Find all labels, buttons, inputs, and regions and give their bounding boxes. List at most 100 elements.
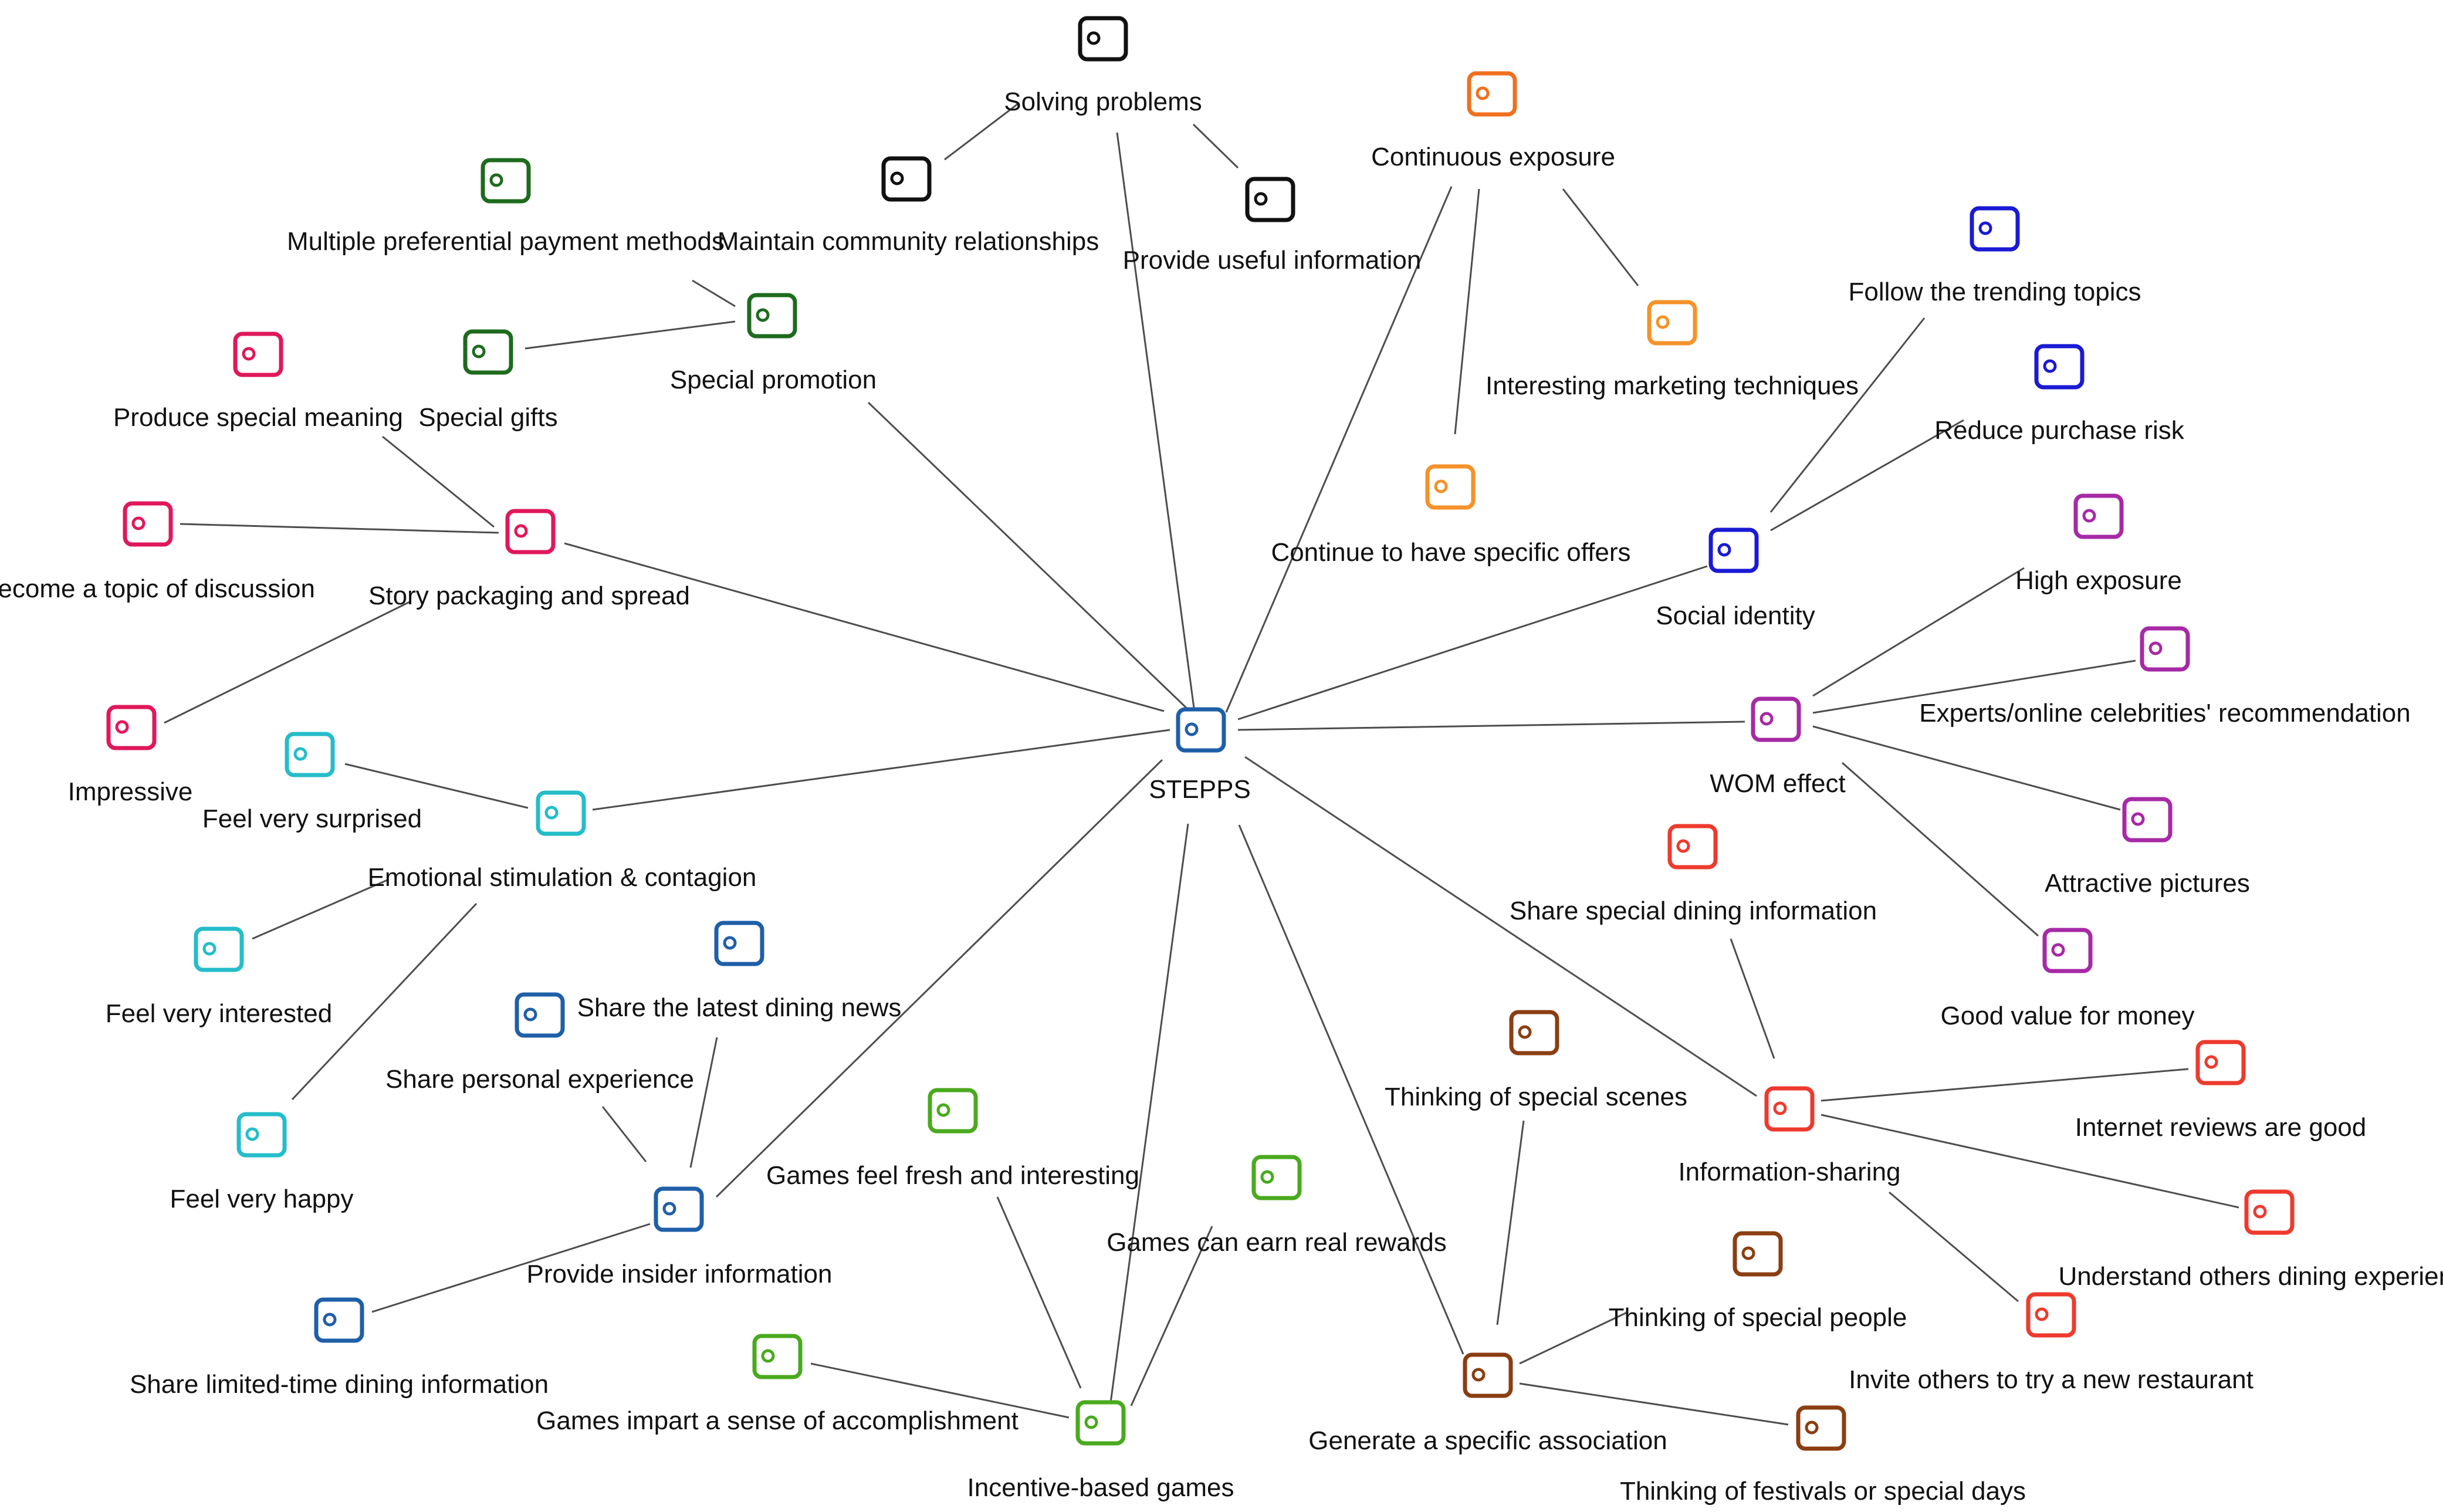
node-icon-dot xyxy=(323,1313,337,1327)
node-icon xyxy=(194,926,244,972)
node-icon xyxy=(1509,1010,1559,1056)
node-special-scenes[interactable]: Thinking of special scenes xyxy=(1385,1010,1687,1111)
nodes-layer: STEPPS Special promotion Multiple preferen… xyxy=(0,16,2443,1506)
edge-continuous-exposure-to-specific-offers xyxy=(1454,188,1480,435)
node-icon-dot xyxy=(202,942,216,956)
node-experts[interactable]: Experts/online celebrities' recommendati… xyxy=(1919,626,2411,728)
node-invite-others[interactable]: Invite others to try a new restaurant xyxy=(1849,1292,2253,1394)
node-icon xyxy=(2195,1040,2246,1085)
node-others-dining[interactable]: Understand others dining experience xyxy=(2058,1189,2443,1291)
node-interested[interactable]: Feel very interested xyxy=(106,926,332,1028)
node-icon-dot xyxy=(1254,192,1268,206)
node-icon-dot xyxy=(1471,1368,1486,1382)
node-label-story: Story packaging and spread xyxy=(368,581,690,610)
node-specific-offers[interactable]: Continue to have specific offers xyxy=(1271,464,1631,567)
node-icon-box xyxy=(2195,1040,2246,1085)
node-icon-dot xyxy=(1978,221,1992,235)
node-emotional[interactable]: Emotional stimulation & contagion xyxy=(368,790,757,892)
node-icon-dot xyxy=(1676,839,1690,853)
edge-continuous-exposure-to-marketing-tech xyxy=(1562,188,1639,286)
edge-specific-assoc-to-special-scenes xyxy=(1496,1120,1525,1325)
node-personal-exp[interactable]: Share personal experience xyxy=(385,992,694,1094)
node-icon-dot xyxy=(489,173,503,187)
node-specific-assoc[interactable]: Generate a specific association xyxy=(1308,1352,1667,1455)
node-label-special-meaning: Produce special meaning xyxy=(113,403,403,432)
node-icon-dot xyxy=(544,806,559,820)
node-solving-problems[interactable]: Solving problems xyxy=(1004,16,1202,116)
node-games-fresh[interactable]: Games feel fresh and interesting xyxy=(766,1088,1139,1190)
edge-story-to-impressive xyxy=(164,600,411,724)
node-stepps[interactable]: STEPPS xyxy=(1149,707,1251,804)
node-insider[interactable]: Provide insider information xyxy=(527,1186,833,1288)
node-share-special-dining[interactable]: Share special dining information xyxy=(1510,824,1877,925)
node-icon-dot xyxy=(723,936,737,950)
node-useful-info[interactable]: Provide useful information xyxy=(1123,177,1422,275)
node-label-insider: Provide insider information xyxy=(527,1260,833,1288)
node-social-currency[interactable]: Special promotion xyxy=(670,293,877,394)
node-games-rewards[interactable]: Games can earn real rewards xyxy=(1107,1155,1447,1257)
node-wom[interactable]: WOM effect xyxy=(1710,696,1846,798)
node-label-share-special-dining: Share special dining information xyxy=(1510,897,1877,925)
node-special-people[interactable]: Thinking of special people xyxy=(1609,1231,1907,1332)
node-icon xyxy=(881,156,932,202)
node-impressive[interactable]: Impressive xyxy=(68,705,193,806)
node-icon xyxy=(2073,493,2124,539)
edge-info-sharing-to-share-special-dining xyxy=(1730,938,1775,1059)
edge-insider-to-limited-time xyxy=(371,1223,651,1313)
node-label-topic-discussion: Become a topic of discussion xyxy=(0,574,315,603)
edge-wom-to-value-money xyxy=(1842,762,2039,937)
node-icon-box xyxy=(2042,928,2093,973)
node-community[interactable]: Maintain community relationships xyxy=(718,156,1099,256)
node-high-exposure[interactable]: High exposure xyxy=(2015,493,2182,595)
node-topic-discussion[interactable]: Become a topic of discussion xyxy=(0,501,315,603)
node-icon-dot xyxy=(472,344,486,358)
node-limited-time[interactable]: Share limited-time dining information xyxy=(130,1297,549,1399)
node-reviews-good[interactable]: Internet reviews are good xyxy=(2075,1040,2367,1142)
node-label-games-fresh: Games feel fresh and interesting xyxy=(766,1161,1139,1190)
node-purchase-risk[interactable]: Reduce purchase risk xyxy=(1934,344,2185,445)
node-icon-box xyxy=(1647,300,1697,346)
node-label-experts: Experts/online celebrities' recommendati… xyxy=(1919,699,2410,728)
node-value-money[interactable]: Good value for money xyxy=(1941,928,2195,1030)
node-icon-dot xyxy=(756,308,770,322)
edge-stepps-to-social-identity xyxy=(1237,565,1708,721)
node-special-meaning[interactable]: Produce special meaning xyxy=(113,332,403,432)
node-label-social-identity: Social identity xyxy=(1656,601,1815,630)
node-icon-box xyxy=(536,790,586,836)
node-icon xyxy=(2244,1189,2295,1235)
node-icon-dot xyxy=(1084,1415,1098,1429)
node-special-gifts[interactable]: Special gifts xyxy=(418,329,558,432)
node-icon xyxy=(314,1297,364,1343)
node-icon-box xyxy=(123,501,173,547)
node-games[interactable]: Incentive-based games xyxy=(967,1400,1234,1502)
node-icon-dot xyxy=(1518,1025,1532,1039)
node-latest-news[interactable]: Share the latest dining news xyxy=(577,921,902,1022)
node-label-solving-problems: Solving problems xyxy=(1004,87,1202,116)
node-trending[interactable]: Follow the trending topics xyxy=(1849,206,2141,306)
node-icon-dot xyxy=(514,524,528,538)
node-happy[interactable]: Feel very happy xyxy=(170,1112,354,1213)
node-label-emotional: Emotional stimulation & contagion xyxy=(368,863,757,892)
edge-social-currency-to-special-gifts xyxy=(525,320,736,350)
node-label-personal-exp: Share personal experience xyxy=(385,1065,694,1094)
node-icon-dot xyxy=(1185,722,1199,736)
node-icon-box xyxy=(654,1186,704,1232)
node-festivals[interactable]: Thinking of festivals or special days xyxy=(1620,1405,2026,1506)
node-info-sharing[interactable]: Information-sharing xyxy=(1678,1086,1901,1186)
node-continuous-exposure[interactable]: Continuous exposure xyxy=(1371,71,1615,171)
node-icon xyxy=(123,501,173,547)
edge-solving-problems-to-useful-info xyxy=(1192,123,1239,169)
node-surprised[interactable]: Feel very surprised xyxy=(202,732,422,833)
node-attractive[interactable]: Attractive pictures xyxy=(2045,797,2250,898)
node-icon xyxy=(1425,464,1476,510)
node-social-identity[interactable]: Social identity xyxy=(1656,527,1815,630)
node-label-games-rewards: Games can earn real rewards xyxy=(1107,1228,1447,1257)
node-multi-payment[interactable]: Multiple preferential payment methods xyxy=(287,158,725,256)
node-marketing-tech[interactable]: Interesting marketing techniques xyxy=(1486,300,1859,400)
node-story[interactable]: Story packaging and spread xyxy=(368,509,690,610)
node-icon-box xyxy=(481,158,531,204)
node-icon-box xyxy=(233,332,283,377)
node-icon-dot xyxy=(242,347,256,361)
node-icon xyxy=(236,1112,287,1158)
node-games-accomplish[interactable]: Games impart a sense of accomplishment xyxy=(536,1334,1019,1435)
